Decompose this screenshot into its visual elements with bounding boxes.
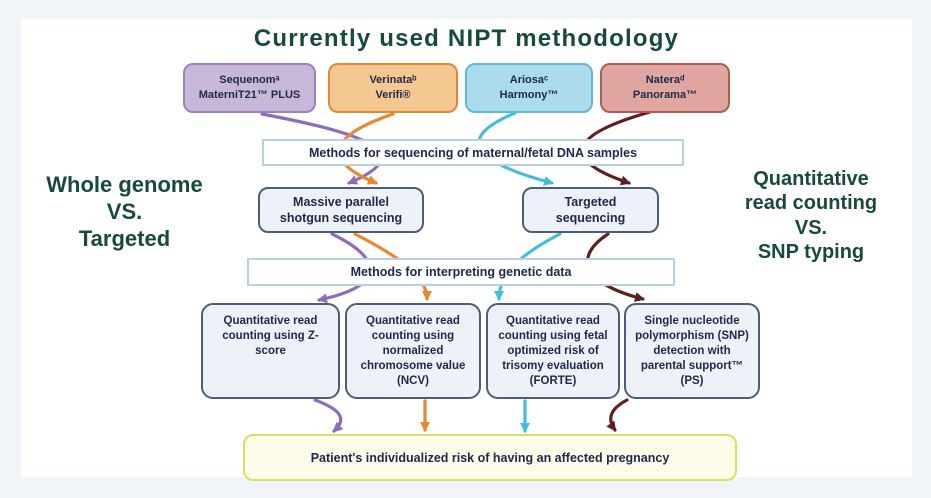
company-box-sequenom: Sequenomᵃ MaterniT21™ PLUS bbox=[183, 63, 316, 113]
company-name: Sequenomᵃ bbox=[219, 74, 280, 87]
company-product: MaterniT21™ PLUS bbox=[198, 89, 301, 101]
method-box-shotgun-sequencing: Massive parallel shotgun sequencing bbox=[258, 187, 424, 233]
figure-title: Currently used NIPT methodology bbox=[253, 25, 680, 52]
right-label-line: VS. bbox=[794, 216, 828, 239]
arrow-snp-to-outcome bbox=[606, 398, 629, 432]
right-comparison-label: Quantitative read counting VS. SNP typin… bbox=[715, 167, 907, 265]
company-name: Nateraᵈ bbox=[645, 74, 685, 87]
figure-panel: Currently used NIPT methodology Whole ge… bbox=[21, 19, 912, 481]
method-box-targeted-sequencing: Targeted sequencing bbox=[522, 187, 659, 233]
company-box-ariosa: Ariosaᶜ Harmony™ bbox=[465, 63, 593, 113]
interpretation-box-zscore: Quantitative read counting using Z-score bbox=[201, 303, 340, 399]
outcome-box: Patient's individualized risk of having … bbox=[243, 434, 737, 481]
left-comparison-label: Whole genome VS. Targeted bbox=[27, 172, 222, 252]
interpreting-methods-bar: Methods for interpreting genetic data bbox=[247, 258, 675, 286]
sequencing-methods-bar: Methods for sequencing of maternal/fetal… bbox=[262, 139, 684, 166]
left-label-line: Targeted bbox=[78, 225, 171, 251]
right-label-line: SNP typing bbox=[757, 241, 865, 264]
interpretation-box-ncv: Quantitative read counting using normali… bbox=[345, 303, 481, 399]
right-label-line: read counting bbox=[744, 192, 878, 215]
company-name: Ariosaᶜ bbox=[509, 74, 549, 87]
company-product: Harmony™ bbox=[499, 89, 559, 101]
company-box-natera: Nateraᵈ Panorama™ bbox=[600, 63, 730, 113]
arrow-zscore-to-outcome bbox=[313, 398, 344, 433]
company-box-verinata: Verinataᵇ Verifi® bbox=[328, 63, 458, 113]
interpretation-box-snp: Single nucleotide polymorphism (SNP) det… bbox=[624, 303, 760, 399]
company-product: Panorama™ bbox=[632, 89, 698, 101]
company-product: Verifi® bbox=[375, 89, 411, 101]
interpretation-box-forte: Quantitative read counting using fetal o… bbox=[486, 303, 620, 399]
right-label-line: Quantitative bbox=[753, 168, 869, 190]
company-name: Verinataᵇ bbox=[369, 74, 417, 87]
left-label-line: Whole genome bbox=[46, 172, 203, 197]
left-label-line: VS. bbox=[106, 198, 143, 224]
